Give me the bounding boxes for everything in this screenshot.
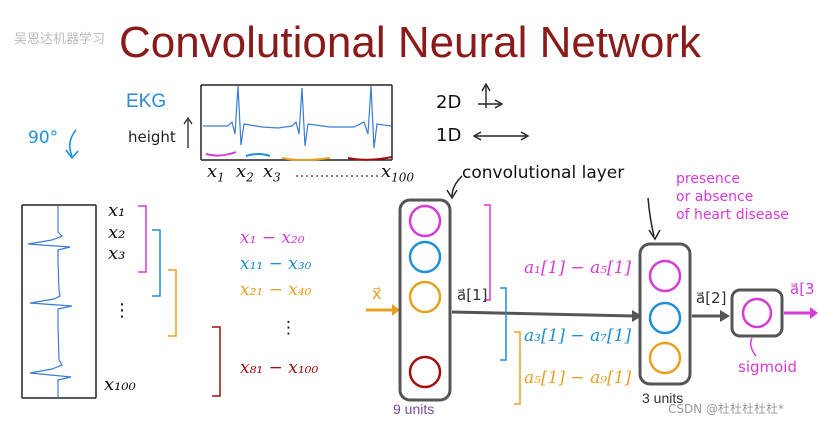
activation-range-3: a₅[1] − a₉[1] xyxy=(524,368,632,388)
conv-layer-label: convolutional layer xyxy=(462,163,625,183)
presence-label-line2: or absence xyxy=(676,189,754,205)
watermark-top: 吴恩达机器学习 xyxy=(14,32,106,47)
left-input-x2: x₂ xyxy=(108,222,126,243)
top-input-x3: x3 xyxy=(263,161,281,185)
vector-a3-label: a⃗[3 xyxy=(790,280,815,298)
page-title: Convolutional Neural Network xyxy=(118,18,702,67)
window-range-dots: ⋮ xyxy=(280,318,297,338)
vector-a2-label: a⃗[2] xyxy=(696,289,727,307)
vector-a1-label: a⃗[1] xyxy=(457,286,488,304)
top-input-x1: x1 xyxy=(207,161,225,185)
vector-x-label: x⃗ xyxy=(372,284,382,303)
window-range-3: x₂₁ − x₄₀ xyxy=(240,280,312,300)
top-input-x100: x100 xyxy=(381,161,415,185)
rotation-label: 90° xyxy=(28,128,59,148)
layer1-units-label: 9 units xyxy=(393,401,435,417)
presence-label-line1: presence xyxy=(676,171,741,187)
dim-2d-label: 2D xyxy=(436,92,462,113)
sigmoid-label: sigmoid xyxy=(738,358,797,376)
presence-label-line3: of heart disease xyxy=(676,207,789,223)
ekg-height-label: height xyxy=(128,128,176,146)
window-range-1: x₁ − x₂₀ xyxy=(240,228,305,248)
left-input-x1: x₁ xyxy=(108,200,126,221)
left-input-x3: x₃ xyxy=(108,243,126,264)
layer2-units-label: 3 units xyxy=(642,390,684,406)
ekg-label: EKG xyxy=(126,91,167,112)
left-input-dots: ⋮ xyxy=(113,300,131,321)
dim-1d-label: 1D xyxy=(436,125,462,146)
activation-range-1: a₁[1] − a₅[1] xyxy=(524,258,632,278)
watermark-bottom: CSDN @杜杜杜杜杜* xyxy=(668,402,785,416)
window-range-last: x₈₁ − x₁₀₀ xyxy=(240,358,319,378)
left-input-x100: x₁₀₀ xyxy=(104,374,136,395)
window-range-2: x₁₁ − x₃₀ xyxy=(240,254,312,274)
activation-range-2: a₃[1] − a₇[1] xyxy=(524,326,632,346)
top-input-x2: x2 xyxy=(236,161,254,185)
